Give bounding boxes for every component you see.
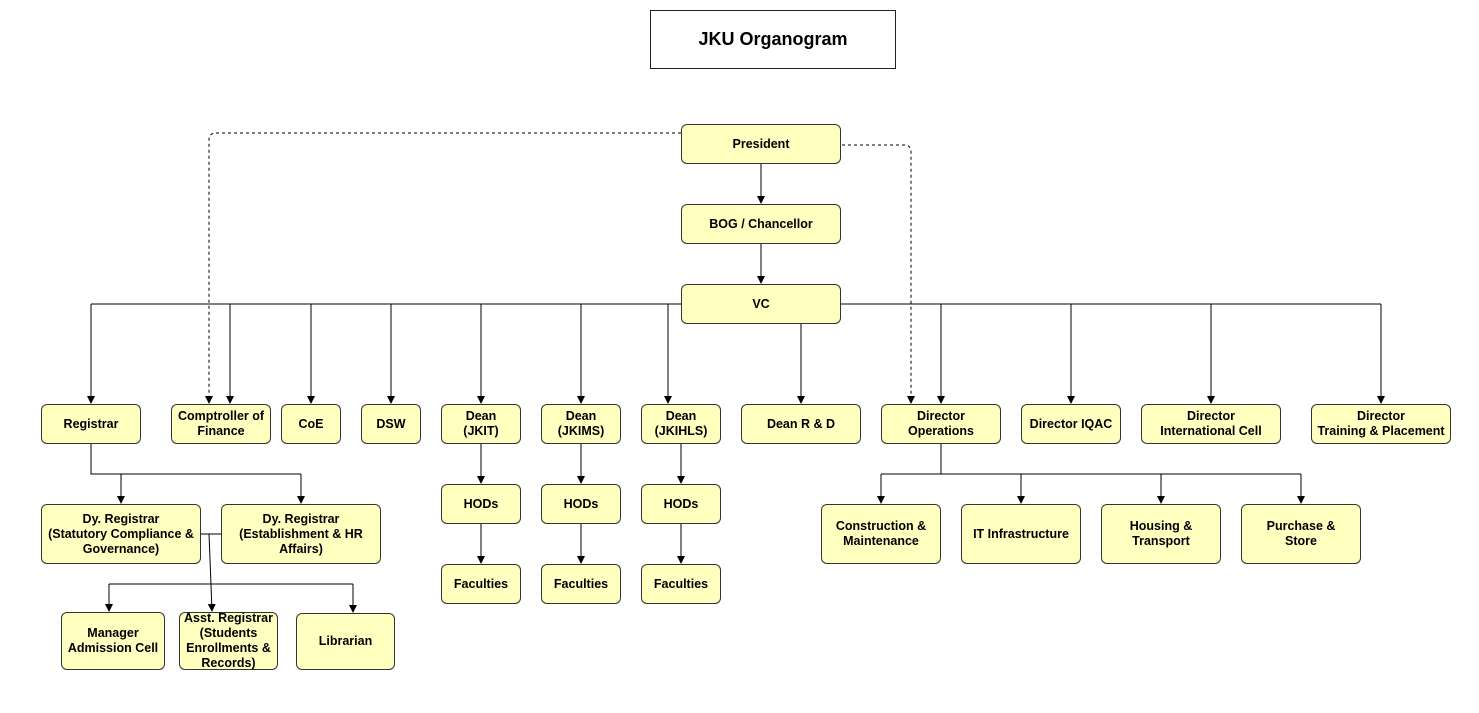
node-dean-jkihls: Dean (JKIHLS) bbox=[641, 404, 721, 444]
node-vc: VC bbox=[681, 284, 841, 324]
node-dy-registrar-establishment: Dy. Registrar (Establishment & HR Affair… bbox=[221, 504, 381, 564]
node-president: President bbox=[681, 124, 841, 164]
node-registrar: Registrar bbox=[41, 404, 141, 444]
node-housing-transport: Housing & Transport bbox=[1101, 504, 1221, 564]
dashed-connector-president-comptroller bbox=[205, 132, 681, 404]
node-asst-registrar: Asst. Registrar (Students Enrollments & … bbox=[179, 611, 278, 670]
connector-dy-registrar-asst bbox=[207, 533, 216, 612]
node-bog-chancellor: BOG / Chancellor bbox=[681, 204, 841, 244]
node-director-operations: Director Operations bbox=[881, 404, 1001, 444]
node-hods-jkims: HODs bbox=[541, 484, 621, 524]
node-librarian: Librarian bbox=[296, 613, 395, 670]
node-dean-r-and-d: Dean R & D bbox=[741, 404, 861, 444]
node-hods-jkihls: HODs bbox=[641, 484, 721, 524]
node-coe: CoE bbox=[281, 404, 341, 444]
node-purchase-store: Purchase & Store bbox=[1241, 504, 1361, 564]
connector-operations-bus bbox=[881, 444, 1301, 475]
node-comptroller-of-finance: Comptroller of Finance bbox=[171, 404, 271, 444]
node-dsw: DSW bbox=[361, 404, 421, 444]
connector-registrar-bus bbox=[90, 444, 301, 475]
diagram-title: JKU Organogram bbox=[650, 10, 896, 69]
node-faculties-jkims: Faculties bbox=[541, 564, 621, 604]
node-it-infrastructure: IT Infrastructure bbox=[961, 504, 1081, 564]
node-hods-jkit: HODs bbox=[441, 484, 521, 524]
node-director-training-placement: Director Training & Placement bbox=[1311, 404, 1451, 444]
node-faculties-jkit: Faculties bbox=[441, 564, 521, 604]
node-manager-admission-cell: Manager Admission Cell bbox=[61, 612, 165, 670]
dashed-connector-president-director-operations bbox=[842, 144, 915, 404]
node-dean-jkims: Dean (JKIMS) bbox=[541, 404, 621, 444]
node-dy-registrar-statutory: Dy. Registrar (Statutory Compliance & Go… bbox=[41, 504, 201, 564]
node-director-international-cell: Director International Cell bbox=[1141, 404, 1281, 444]
node-dean-jkit: Dean (JKIT) bbox=[441, 404, 521, 444]
node-faculties-jkihls: Faculties bbox=[641, 564, 721, 604]
node-construction-maintenance: Construction & Maintenance bbox=[821, 504, 941, 564]
node-director-iqac: Director IQAC bbox=[1021, 404, 1121, 444]
